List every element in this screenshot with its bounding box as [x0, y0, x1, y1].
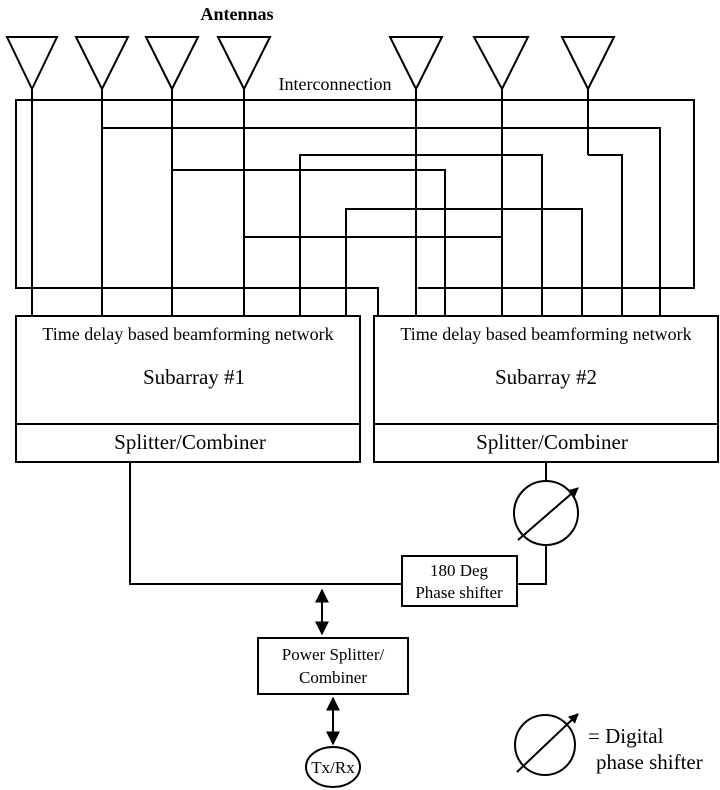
- antennas-label: Antennas: [200, 4, 273, 24]
- subarray-1-network-label: Time delay based beamforming network: [42, 324, 333, 344]
- antenna-icon: [74, 36, 130, 92]
- antenna-icon: [472, 36, 530, 92]
- phase-shifter-180-line1: 180 Deg: [430, 561, 489, 580]
- power-splitter-block: Power Splitter/ Combiner: [257, 637, 409, 695]
- phase-shifter-180-block: 180 Deg Phase shifter: [401, 555, 518, 607]
- subarray-2-network-label: Time delay based beamforming network: [400, 324, 691, 344]
- antenna-array: [5, 36, 616, 92]
- phase-shifter-icon: [514, 714, 576, 776]
- antenna-icon: [216, 36, 272, 92]
- legend-line1: = Digital: [588, 724, 664, 748]
- antenna-icon: [560, 36, 616, 92]
- txrx-node: Tx/Rx: [305, 746, 361, 788]
- antenna-icon: [388, 36, 444, 92]
- subarray-2-splitter-label: Splitter/Combiner: [476, 430, 628, 454]
- subarray-1-block: Time delay based beamforming network Sub…: [15, 315, 361, 463]
- interconnection-label: Interconnection: [279, 74, 392, 94]
- digital-phase-shifter: [513, 480, 579, 546]
- subarray-1-splitter-label: Splitter/Combiner: [114, 430, 266, 454]
- phase-shifter-180-line2: Phase shifter: [415, 583, 503, 602]
- subarray-2-block: Time delay based beamforming network Sub…: [373, 315, 719, 463]
- antenna-icon: [144, 36, 200, 92]
- antenna-icon: [5, 36, 59, 92]
- txrx-label: Tx/Rx: [311, 758, 355, 777]
- power-splitter-line2: Combiner: [299, 668, 367, 687]
- interconnection-network: [15, 89, 695, 316]
- subarray-1-name: Subarray #1: [143, 365, 245, 389]
- subarray-2-name: Subarray #2: [495, 365, 597, 389]
- power-splitter-line1: Power Splitter/: [282, 645, 385, 664]
- phase-shifter-icon: [513, 480, 579, 546]
- legend: = Digital phase shifter: [514, 713, 703, 776]
- feed-lines: [129, 462, 547, 585]
- legend-line2: phase shifter: [596, 750, 703, 774]
